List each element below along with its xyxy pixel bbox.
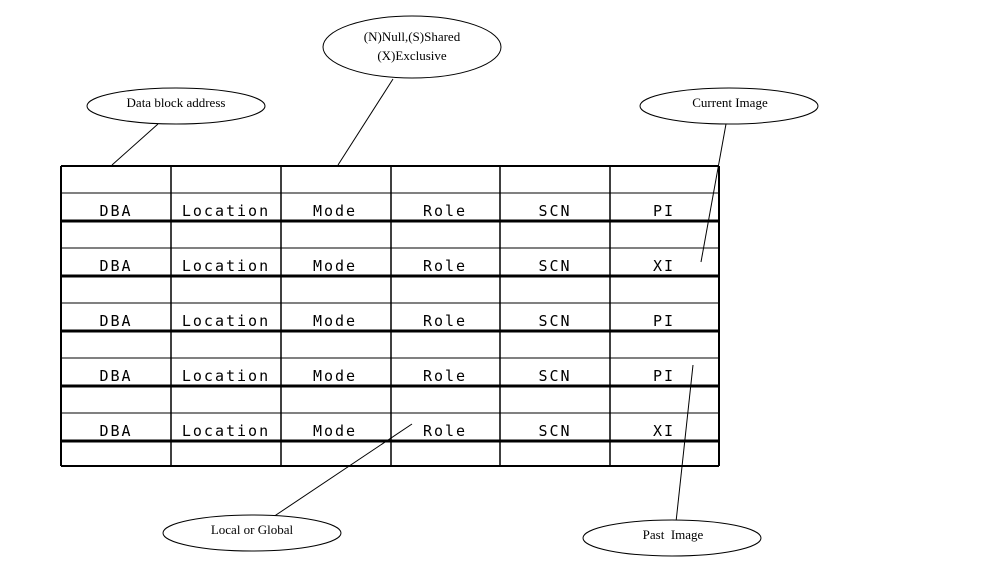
callout-mode-label-line1: (N)Null,(S)Shared bbox=[364, 29, 461, 44]
table-cell: Role bbox=[423, 422, 467, 440]
table-cell: PI bbox=[653, 367, 675, 385]
table-cell: SCN bbox=[538, 422, 571, 440]
table-cell: Mode bbox=[313, 257, 357, 275]
table-cell: Mode bbox=[313, 367, 357, 385]
table-grid bbox=[60, 165, 720, 467]
callout-mode bbox=[322, 15, 502, 79]
callout-local-or-global-label: Local or Global bbox=[211, 522, 294, 537]
callout-local-or-global bbox=[162, 514, 342, 552]
table-cell: Location bbox=[182, 257, 270, 275]
table-cell: Role bbox=[423, 367, 467, 385]
table-cell: DBA bbox=[99, 312, 132, 330]
callout-data-block-address-label: Data block address bbox=[127, 95, 226, 110]
leader-past-image bbox=[675, 364, 694, 523]
table-cell: SCN bbox=[538, 312, 571, 330]
callout-current-image-label: Current Image bbox=[692, 95, 768, 110]
callout-mode-label-line2: (X)Exclusive bbox=[377, 48, 447, 63]
table-cell: DBA bbox=[99, 257, 132, 275]
table-cell: SCN bbox=[538, 367, 571, 385]
table-cell: PI bbox=[653, 312, 675, 330]
table-cell: Role bbox=[423, 312, 467, 330]
table-cell: Role bbox=[423, 257, 467, 275]
leader-lines bbox=[111, 78, 727, 523]
callout-past-image-label: Past Image bbox=[643, 527, 704, 542]
table-cell: Role bbox=[423, 202, 467, 220]
table-cell: Mode bbox=[313, 312, 357, 330]
leader-mode bbox=[337, 78, 394, 166]
leader-local-or-global bbox=[272, 423, 413, 518]
table-cell: Location bbox=[182, 202, 270, 220]
table-cell: DBA bbox=[99, 367, 132, 385]
callout-data-block-address bbox=[86, 87, 266, 125]
table-cell: Mode bbox=[313, 202, 357, 220]
table-cell: XI bbox=[653, 257, 675, 275]
table-cell: PI bbox=[653, 202, 675, 220]
table-cell: Location bbox=[182, 422, 270, 440]
table-cell: Location bbox=[182, 367, 270, 385]
table-cell: DBA bbox=[99, 202, 132, 220]
table-cell: DBA bbox=[99, 422, 132, 440]
leader-data-block-address bbox=[111, 123, 159, 166]
table-cell: Mode bbox=[313, 422, 357, 440]
leader-current-image bbox=[700, 123, 727, 263]
table-cell: Location bbox=[182, 312, 270, 330]
table-cell: SCN bbox=[538, 257, 571, 275]
callout-past-image bbox=[582, 519, 762, 557]
table-cell: SCN bbox=[538, 202, 571, 220]
table-cell: XI bbox=[653, 422, 675, 440]
callout-current-image bbox=[639, 87, 819, 125]
